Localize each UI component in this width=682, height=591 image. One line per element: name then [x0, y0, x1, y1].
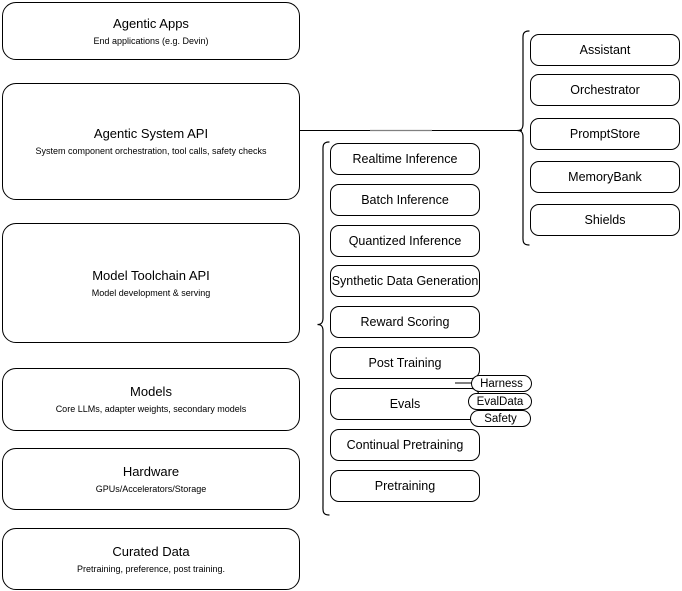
layer-subtitle: GPUs/Accelerators/Storage — [95, 483, 207, 494]
item-label: Pretraining — [374, 479, 436, 493]
evals-tag-harness[interactable]: Harness — [471, 375, 532, 392]
layer-title: Agentic Apps — [113, 15, 189, 31]
item-label: Reward Scoring — [360, 315, 450, 329]
item-label: Realtime Inference — [352, 152, 458, 166]
layer-agentic-apps[interactable]: Agentic Apps End applications (e.g. Devi… — [2, 2, 300, 60]
layer-hardware[interactable]: Hardware GPUs/Accelerators/Storage — [2, 448, 300, 510]
layer-title: Hardware — [122, 463, 180, 479]
layer-subtitle: System component orchestration, tool cal… — [35, 146, 267, 156]
item-label: Evals — [389, 397, 421, 411]
toolchain-item-evals[interactable]: Evals — [330, 388, 480, 420]
layer-subtitle: Pretraining, preference, post training. — [76, 563, 226, 574]
tag-label: Safety — [484, 412, 517, 425]
layer-subtitle: Model development & serving — [91, 287, 211, 298]
layer-curated-data[interactable]: Curated Data Pretraining, preference, po… — [2, 528, 300, 590]
item-label: Batch Inference — [361, 193, 449, 207]
toolchain-item-post-training[interactable]: Post Training — [330, 347, 480, 379]
toolchain-item-continual-pretraining[interactable]: Continual Pretraining — [330, 429, 480, 461]
toolchain-item-quantized-inference[interactable]: Quantized Inference — [330, 225, 480, 257]
item-label: Shields — [584, 213, 626, 227]
layer-title: Models — [130, 384, 172, 399]
toolchain-item-synthetic-data-generation[interactable]: Synthetic Data Generation — [330, 265, 480, 297]
toolchain-item-batch-inference[interactable]: Batch Inference — [330, 184, 480, 216]
toolchain-item-realtime-inference[interactable]: Realtime Inference — [330, 143, 480, 175]
item-label: Orchestrator — [570, 83, 640, 97]
item-label: Post Training — [368, 356, 442, 370]
tag-label: Harness — [480, 377, 523, 390]
agentic-item-memorybank[interactable]: MemoryBank — [530, 161, 680, 193]
layer-subtitle: Core LLMs, adapter weights, secondary mo… — [55, 404, 247, 414]
layer-title: Model Toolchain API — [92, 267, 210, 283]
agentic-item-shields[interactable]: Shields — [530, 204, 680, 236]
layer-models[interactable]: Models Core LLMs, adapter weights, secon… — [2, 368, 300, 431]
evals-tag-evaldata[interactable]: EvalData — [468, 393, 532, 410]
agentic-item-orchestrator[interactable]: Orchestrator — [530, 74, 680, 106]
item-label: Assistant — [579, 43, 631, 57]
item-label: PromptStore — [569, 127, 641, 141]
layer-model-toolchain-api[interactable]: Model Toolchain API Model development & … — [2, 223, 300, 343]
agentic-item-promptstore[interactable]: PromptStore — [530, 118, 680, 150]
evals-tag-safety[interactable]: Safety — [470, 410, 531, 427]
item-label: MemoryBank — [568, 170, 642, 184]
agentic-item-assistant[interactable]: Assistant — [530, 34, 680, 66]
layer-subtitle: End applications (e.g. Devin) — [93, 35, 209, 46]
layer-agentic-system-api[interactable]: Agentic System API System component orch… — [2, 83, 300, 200]
toolchain-item-reward-scoring[interactable]: Reward Scoring — [330, 306, 480, 338]
item-label: Synthetic Data Generation — [331, 274, 479, 288]
item-label: Continual Pretraining — [346, 438, 464, 452]
toolchain-item-pretraining[interactable]: Pretraining — [330, 470, 480, 502]
item-label: Quantized Inference — [348, 234, 462, 248]
layer-title: Curated Data — [112, 543, 190, 559]
tag-label: EvalData — [476, 395, 524, 408]
layer-title: Agentic System API — [93, 126, 209, 141]
